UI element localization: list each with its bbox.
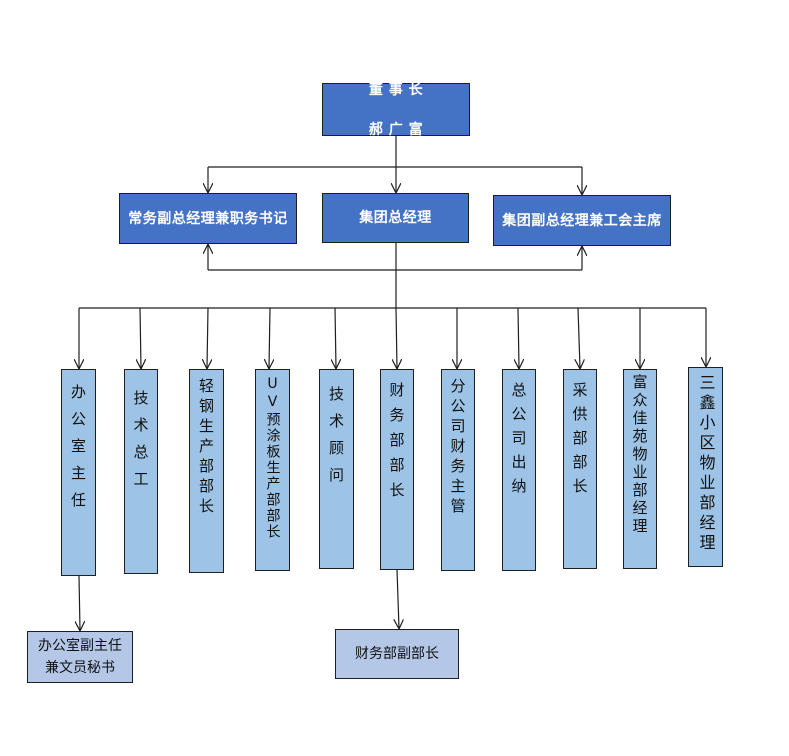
connector-dept-9 bbox=[578, 307, 580, 368]
dept-box-8: 总公司出纳 bbox=[502, 369, 536, 571]
exec-right-box: 集团副总经理兼工会主席 bbox=[493, 195, 671, 246]
connector-dept-6 bbox=[396, 307, 397, 368]
exec-center-label: 集团总经理 bbox=[359, 210, 432, 226]
connector-dept-8 bbox=[518, 307, 519, 368]
connector-dept-2 bbox=[140, 307, 141, 368]
dept-label-4: UV预涂板生产部部长 bbox=[264, 376, 281, 540]
dept-box-4: UV预涂板生产部部长 bbox=[255, 369, 290, 571]
dept-box-3: 轻钢生产部部长 bbox=[189, 369, 224, 573]
exec-left-box: 常务副总经理兼职务书记 bbox=[119, 193, 297, 244]
dept-label-6: 财务部部长 bbox=[387, 382, 406, 507]
dept-label-5: 技术顾问 bbox=[327, 386, 345, 494]
office-deputy-box: 办公室副主任 兼文员秘书 bbox=[27, 631, 133, 683]
dept-box-1: 办公室主任 bbox=[61, 369, 96, 576]
connector-finance-deputy bbox=[397, 569, 399, 628]
dept-box-7: 分公司财务主管 bbox=[441, 369, 475, 571]
connector-office-deputy bbox=[79, 575, 80, 630]
finance-deputy-label: 财务部副部长 bbox=[355, 646, 439, 662]
dept-label-11: 三鑫小区物业部经理 bbox=[696, 374, 716, 554]
dept-box-5: 技术顾问 bbox=[319, 369, 354, 569]
finance-deputy-box: 财务部副部长 bbox=[335, 629, 459, 679]
dept-box-6: 财务部部长 bbox=[380, 369, 414, 570]
connector-dept-4 bbox=[269, 307, 270, 368]
dept-label-7: 分公司财务主管 bbox=[448, 378, 467, 518]
dept-box-10: 富众佳苑物业部经理 bbox=[623, 369, 657, 569]
connector-dept-5 bbox=[335, 307, 336, 368]
dept-box-11: 三鑫小区物业部经理 bbox=[688, 367, 723, 567]
dept-label-2: 技术总工 bbox=[131, 390, 150, 498]
exec-right-label: 集团副总经理兼工会主席 bbox=[502, 212, 662, 229]
office-deputy-label: 办公室副主任 兼文员秘书 bbox=[38, 638, 122, 676]
dept-label-8: 总公司出纳 bbox=[509, 382, 528, 502]
exec-center-box: 集团总经理 bbox=[322, 193, 469, 243]
dept-label-10: 富众佳苑物业部经理 bbox=[630, 374, 649, 536]
dept-label-1: 办公室主任 bbox=[69, 384, 87, 519]
dept-box-2: 技术总工 bbox=[124, 369, 158, 574]
chairman-name: 郝 广 富 bbox=[368, 121, 424, 138]
dept-label-9: 采供部部长 bbox=[570, 382, 589, 502]
dept-box-9: 采供部部长 bbox=[563, 369, 597, 569]
chairman-title: 董 事 长 bbox=[368, 81, 424, 98]
chairman-box: 董 事 长 郝 广 富 bbox=[322, 81, 470, 138]
connector-dept-3 bbox=[207, 307, 208, 368]
dept-label-3: 轻钢生产部部长 bbox=[197, 378, 215, 518]
exec-left-label: 常务副总经理兼职务书记 bbox=[128, 210, 288, 227]
